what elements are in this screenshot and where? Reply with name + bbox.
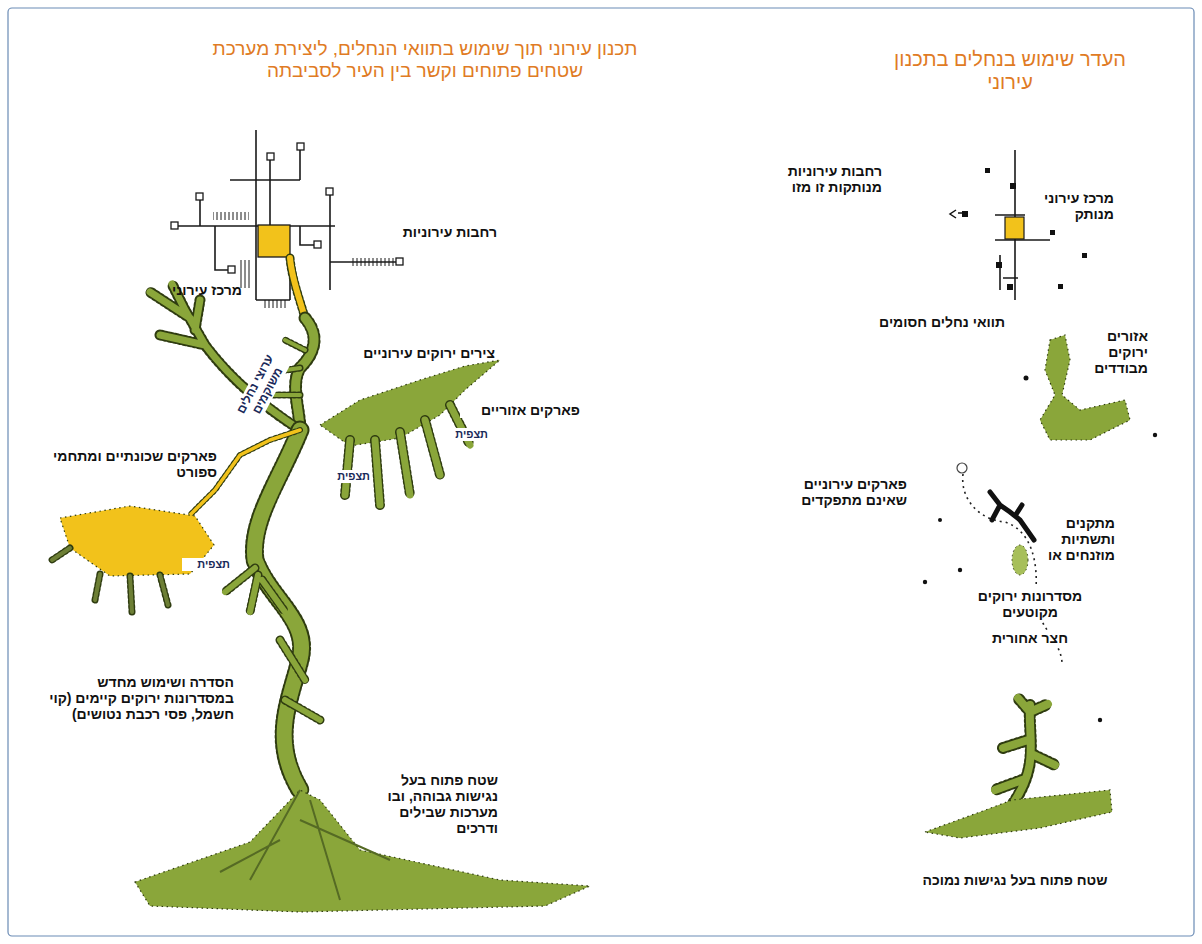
callout-label: רחבות עירוניות מנותקות זו מזו <box>782 163 882 195</box>
callout-label: הסדרה ושימוש מחדש במסדרונות ירוקים קיימי… <box>29 674 234 722</box>
callout-label: שטח פתוח בעל נגישות נמוכה <box>895 872 1135 888</box>
panel-title: תכנון עירוני תוך שימוש בתוואי הנחלים, לי… <box>200 38 650 82</box>
callout-label: רחבות עירוניות <box>347 224 497 240</box>
callout-label: תצפית <box>182 558 232 571</box>
callout-label: פארקים שכונתיים ומתחמי ספורט <box>39 448 217 480</box>
panel-title: העדר שימוש בנחלים בתכנון עירוני <box>875 48 1145 94</box>
callout-label: חצר אחורית <box>970 630 1090 646</box>
callout-label: צירים ירוקים עירוניים <box>335 345 495 361</box>
callout-label: אזורים ירוקים מבודדים <box>1076 328 1150 376</box>
callout-label: תוואי נחלים חסומים <box>830 314 1005 330</box>
callout-label: מרכז עירוני <box>130 282 242 298</box>
callout-label: שטח פתוח בעל נגישות גבוהה, ובו מערכות שב… <box>355 772 500 836</box>
callout-label: פארקים עירוניים שאינם מתפקדים <box>779 476 907 508</box>
callout-label: תצפית <box>440 428 490 441</box>
callout-label: תצפית <box>322 470 372 483</box>
callout-label: מסדרונות ירוקים מקוטעים <box>968 588 1093 620</box>
callout-label: פארקים אזוריים <box>460 402 582 418</box>
callout-label: מתקנים ותשתיות מוזנחים או <box>1037 515 1117 563</box>
callout-label: מרכז עירוני מנותק <box>1028 190 1114 222</box>
